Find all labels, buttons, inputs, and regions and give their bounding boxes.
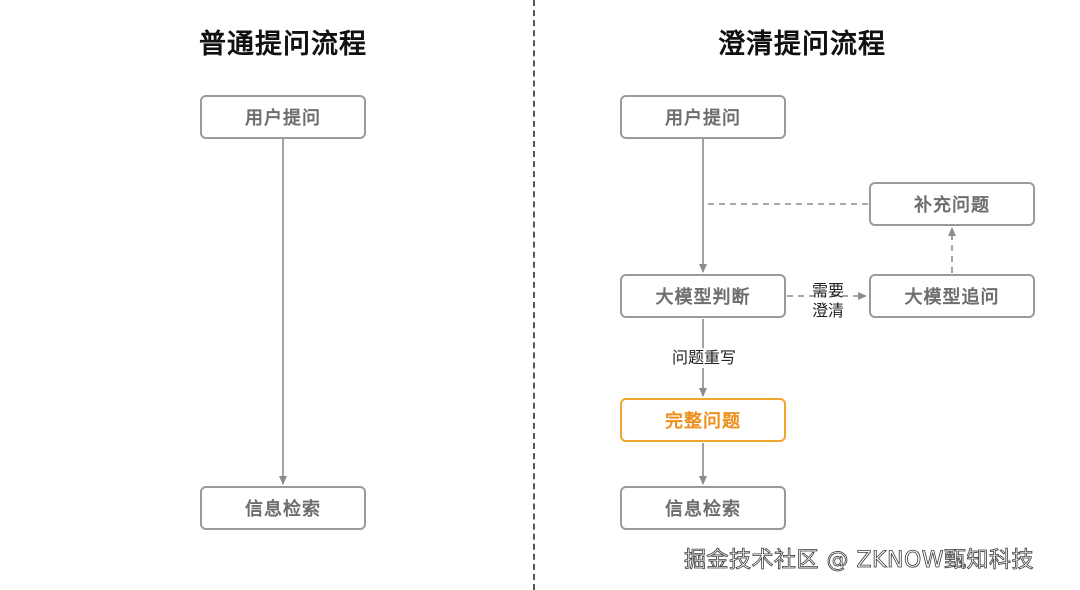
right-node-llm-followup: 大模型追问 [869,274,1035,318]
left-node-user-question: 用户提问 [200,95,366,139]
right-node-supplement-question: 补充问题 [869,182,1035,226]
left-panel-title: 普通提问流程 [199,29,367,60]
right-panel-title: 澄清提问流程 [718,29,886,60]
left-node-retrieval: 信息检索 [200,486,366,530]
watermark-text: 掘金技术社区 @ ZKNOW甄知科技 [684,548,1035,574]
right-node-llm-judge: 大模型判断 [620,274,786,318]
right-node-complete-question: 完整问题 [620,398,786,442]
edge-label-needs-line1: 需要 [811,281,844,300]
edge-label-question-rewrite: 问题重写 [664,348,744,368]
right-node-user-question: 用户提问 [620,95,786,139]
right-node-retrieval: 信息检索 [620,486,786,530]
edge-label-needs-clarification: 需要 澄清 [808,281,848,321]
edge-label-needs-line2: 澄清 [811,301,844,320]
panel-divider [533,0,535,590]
